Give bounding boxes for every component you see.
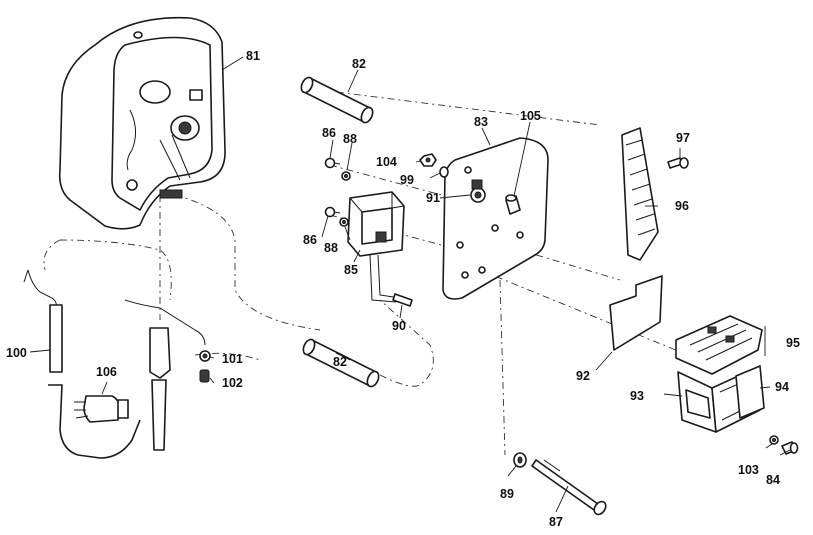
tube-82-lower xyxy=(302,338,380,388)
screw-102 xyxy=(199,369,210,383)
callout-92: 92 xyxy=(576,369,590,383)
nut-101 xyxy=(199,350,211,362)
callout-100: 100 xyxy=(6,346,27,360)
callout-85: 85 xyxy=(344,263,358,277)
callout-106: 106 xyxy=(96,365,117,379)
power-cord xyxy=(124,299,206,451)
transformer-85 xyxy=(347,191,405,303)
nut-104 xyxy=(419,153,437,167)
terminal-strip-96 xyxy=(621,127,659,261)
callout-104: 104 xyxy=(376,155,397,169)
callout-88-upper: 88 xyxy=(343,132,357,146)
callout-102: 102 xyxy=(222,376,243,390)
callout-83: 83 xyxy=(474,115,488,129)
bolt-87 xyxy=(531,459,607,516)
cable-100 xyxy=(23,269,141,459)
callout-99: 99 xyxy=(400,173,414,187)
callout-81: 81 xyxy=(246,49,260,63)
callout-91: 91 xyxy=(426,191,440,205)
housing-81 xyxy=(58,16,226,230)
callout-90: 90 xyxy=(392,319,406,333)
washer-103 xyxy=(769,435,779,445)
screw-105 xyxy=(505,194,521,215)
washer-88-upper xyxy=(341,171,351,181)
callout-89: 89 xyxy=(500,487,514,501)
washer-88-lower xyxy=(339,217,349,227)
callout-82-lower: 82 xyxy=(333,355,347,369)
screw-97 xyxy=(667,157,689,169)
washer-89 xyxy=(513,452,527,468)
callout-95: 95 xyxy=(786,336,800,350)
terminal-block-95 xyxy=(675,315,766,375)
callout-93: 93 xyxy=(630,389,644,403)
insulator-92 xyxy=(609,275,663,351)
callout-labels: 81 82 82 83 84 85 86 86 87 88 88 89 90 9… xyxy=(6,49,800,529)
callout-103: 103 xyxy=(738,463,759,477)
callout-84: 84 xyxy=(766,473,780,487)
tube-82-upper xyxy=(300,76,374,124)
callout-105: 105 xyxy=(520,109,541,123)
mounting-plate-83 xyxy=(442,137,549,300)
leader-lines xyxy=(29,56,791,513)
bracket-94 xyxy=(735,365,765,419)
screw-84 xyxy=(781,441,799,455)
plug-106 xyxy=(74,395,129,423)
callout-97: 97 xyxy=(676,131,690,145)
callout-86-lower: 86 xyxy=(303,233,317,247)
screw-86-lower xyxy=(324,206,341,218)
callout-88-lower: 88 xyxy=(324,241,338,255)
callout-87: 87 xyxy=(549,515,563,529)
callout-94: 94 xyxy=(775,380,789,394)
washer-99 xyxy=(439,166,449,178)
wire-90 xyxy=(392,293,413,307)
callout-101: 101 xyxy=(222,352,243,366)
callout-82-upper: 82 xyxy=(352,57,366,71)
grommet-91 xyxy=(470,179,486,203)
callout-86-upper: 86 xyxy=(322,126,336,140)
callout-96: 96 xyxy=(675,199,689,213)
screw-86-upper xyxy=(324,157,341,169)
